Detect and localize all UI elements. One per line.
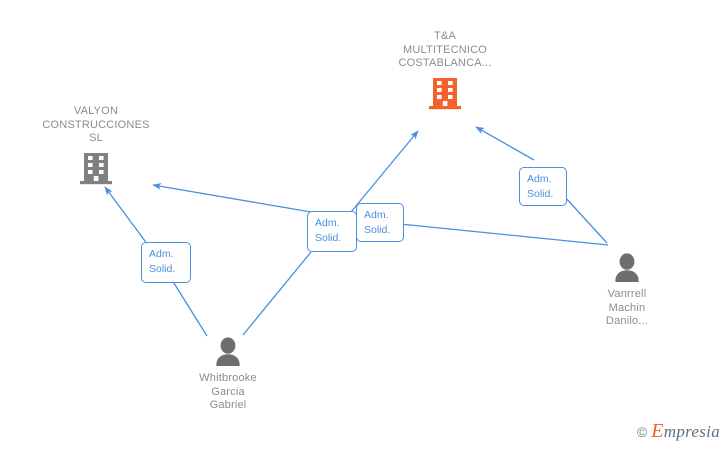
edge-whitbrooke-to-valyon-lower bbox=[171, 279, 208, 337]
node-tna-icon-wrap bbox=[363, 77, 527, 110]
node-whitbrooke-garcia[interactable]: Whitbrooke Garcia Gabriel bbox=[166, 337, 290, 413]
relation-label-whitbrooke-valyon[interactable]: Adm. Solid. bbox=[141, 242, 191, 283]
person-icon bbox=[615, 253, 639, 282]
edge-vanrrell-to-valyon-right bbox=[399, 223, 609, 246]
empresia-logo: Empresia bbox=[651, 420, 720, 443]
node-valyon-label: VALYON CONSTRUCCIONES SL bbox=[42, 105, 150, 144]
relation-label-whitbrooke-tna[interactable]: Adm. Solid. bbox=[307, 211, 357, 252]
node-whitbrooke-icon-wrap bbox=[166, 337, 290, 367]
node-vanrrell-icon-wrap bbox=[566, 253, 688, 283]
node-vanrrell-machin[interactable]: Vanrrell Machin Danilo... bbox=[566, 253, 688, 329]
relation-label-vanrrell-valyon[interactable]: Adm. Solid. bbox=[356, 203, 404, 242]
edge-vanrrell-to-tna-upper bbox=[475, 126, 535, 161]
empresia-logo-initial: E bbox=[651, 420, 664, 442]
node-tna-label: T&A MULTITECNICO COSTABLANCA... bbox=[398, 30, 492, 69]
empresia-logo-rest: mpresia bbox=[663, 422, 720, 441]
building-icon bbox=[80, 152, 112, 184]
node-tna-multitecnico[interactable]: T&A MULTITECNICO COSTABLANCA... bbox=[363, 30, 527, 110]
node-vanrrell-label: Vanrrell Machin Danilo... bbox=[605, 288, 649, 327]
edge-whitbrooke-to-tna-lower bbox=[242, 251, 312, 336]
empresia-watermark: © Empresia bbox=[637, 420, 720, 443]
copyright-icon: © bbox=[636, 423, 648, 440]
edge-whitbrooke-to-valyon-upper bbox=[104, 186, 149, 246]
node-valyon-icon-wrap bbox=[16, 152, 176, 185]
edge-vanrrell-to-tna-lower bbox=[563, 195, 608, 244]
edge-whitbrooke-to-tna-upper bbox=[350, 130, 419, 213]
person-icon bbox=[216, 337, 240, 366]
relation-label-vanrrell-tna[interactable]: Adm. Solid. bbox=[519, 167, 567, 206]
node-valyon-construcciones[interactable]: VALYON CONSTRUCCIONES SL bbox=[16, 105, 176, 185]
node-whitbrooke-label: Whitbrooke Garcia Gabriel bbox=[199, 372, 257, 411]
building-icon bbox=[429, 77, 461, 109]
